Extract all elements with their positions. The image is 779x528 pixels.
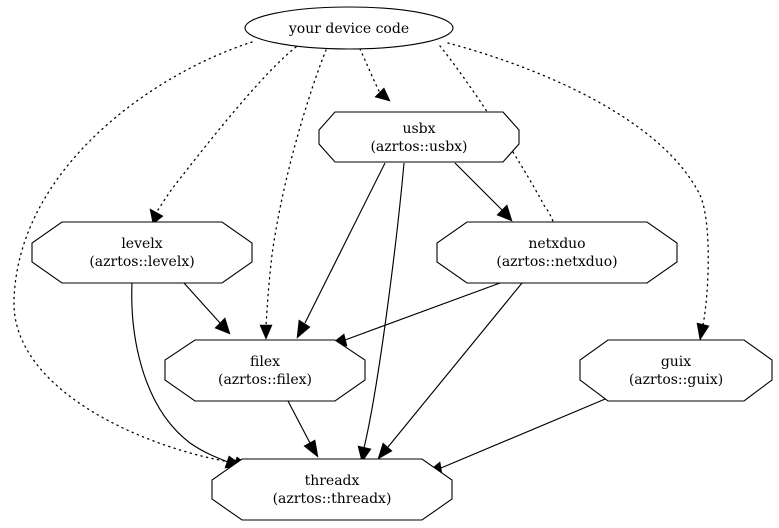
node-label-threadx-line1: threadx [305, 473, 360, 489]
node-label-levelx-line1: levelx [121, 236, 162, 252]
node-usbx[interactable]: usbx (azrtos::usbx) [318, 111, 520, 163]
node-label-device-line1: your device code [288, 21, 409, 37]
node-filex[interactable]: filex (azrtos::filex) [164, 339, 366, 402]
node-label-usbx-line2: (azrtos::usbx) [370, 139, 467, 155]
node-netxduo[interactable]: netxduo (azrtos::netxduo) [436, 221, 678, 284]
edge-netxduo-to-filex [329, 282, 501, 347]
node-label-guix-line1: guix [661, 354, 691, 370]
node-label-filex-line1: filex [250, 354, 280, 370]
node-shape-octagon [31, 221, 253, 284]
edge-levelx-to-filex [183, 282, 231, 335]
edge-filex-to-threadx [287, 400, 319, 458]
node-shape-ellipse [244, 6, 454, 50]
node-label-netxduo-line2: (azrtos::netxduo) [496, 254, 617, 270]
edge-device-to-guix [447, 42, 710, 341]
node-shape-octagon [579, 339, 773, 402]
node-label-levelx-line2: (azrtos::levelx) [89, 254, 194, 270]
edge-device-to-filex [259, 49, 327, 340]
node-levelx[interactable]: levelx (azrtos::levelx) [31, 221, 253, 284]
edge-usbx-to-netxduo [454, 162, 513, 222]
node-label-threadx-line2: (azrtos::threadx) [273, 491, 392, 507]
node-shape-octagon [318, 111, 520, 163]
edge-device-to-levelx [149, 46, 297, 225]
node-label-guix-line2: (azrtos::guix) [629, 372, 723, 388]
node-guix[interactable]: guix (azrtos::guix) [579, 339, 773, 402]
node-shape-octagon [436, 221, 678, 284]
edge-usbx-to-threadx [357, 162, 405, 463]
node-threadx[interactable]: threadx (azrtos::threadx) [211, 458, 453, 521]
edge-device-to-usbx [359, 48, 391, 102]
node-label-netxduo-line1: netxduo [528, 236, 585, 252]
edge-netxduo-to-threadx [377, 282, 523, 460]
node-label-usbx-line1: usbx [402, 121, 435, 137]
node-your-device-code[interactable]: your device code [244, 6, 454, 50]
node-shape-octagon [211, 458, 453, 521]
edge-usbx-to-filex [296, 162, 386, 339]
edge-guix-to-threadx [424, 396, 611, 475]
node-label-filex-line2: (azrtos::filex) [218, 372, 312, 388]
node-shape-octagon [164, 339, 366, 402]
